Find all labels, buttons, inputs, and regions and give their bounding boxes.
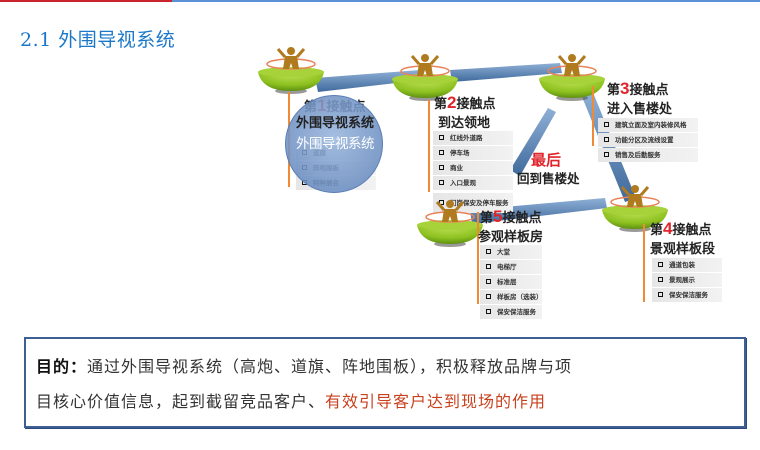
purpose-label: 目的： <box>36 357 88 376</box>
stop-subtitle: 外围导视系统 <box>296 116 375 131</box>
customer-journey-diagram: 第1接触点 道旗 阵地围板 特种展会 外围导视系统 外围导视系统 第2接触点 到… <box>258 47 722 320</box>
list-item: 停车场 <box>433 146 513 160</box>
list-item: 保安保洁服务 <box>652 288 722 302</box>
stop-2-items: 红线外道路 停车场 商业 入口景观 门岗保安及停车服务 <box>433 131 513 214</box>
list-item: 电梯厅 <box>480 260 542 274</box>
stop-title: 第3接触点 <box>607 79 669 98</box>
list-item: 通道包装 <box>652 258 722 272</box>
list-item: 建筑立面及室内装修风格 <box>598 118 698 132</box>
list-item: 功能分区及流线设置 <box>598 133 698 147</box>
stem-line <box>592 86 594 146</box>
page-title: 2.1 外围导视系统 <box>20 29 176 51</box>
list-item: 样板房（选装） <box>480 290 543 304</box>
top-accent-bar-red <box>0 0 172 2</box>
stop-title: 第2接触点 <box>434 93 496 112</box>
purpose-text-2: 目核心价值信息，起到截留竞品客户、 <box>36 392 326 411</box>
stop-4-items: 通道包装 景观展示 保安保洁服务 <box>652 258 722 303</box>
purpose-line-2: 目核心价值信息，起到截留竞品客户、有效引导客户达到现场的作用 <box>36 384 744 419</box>
bowl-figure-icon <box>417 200 483 247</box>
list-item: 保安保洁服务 <box>480 305 542 319</box>
stem-line <box>477 212 479 304</box>
final-label: 最后 <box>531 151 562 169</box>
stop-subtitle: 进入售楼处 <box>607 102 673 117</box>
stop-5-items: 大堂 电梯厅 标准层 样板房（选装） 保安保洁服务 <box>480 245 543 320</box>
purpose-line-1: 目的：通过外围导视系统（高炮、道旗、阵地围板），积极释放品牌与项 <box>36 349 744 384</box>
stem-line <box>643 224 645 302</box>
final-subtitle: 回到售楼处 <box>517 171 580 186</box>
list-item: 入口景观 <box>433 176 513 190</box>
purpose-text-1: 通过外围导视系统（高炮、道旗、阵地围板），积极释放品牌与项 <box>87 357 573 376</box>
beam-5-3 <box>510 108 556 176</box>
bowl-figure-icon <box>539 54 605 101</box>
bowl-figure-icon <box>258 47 324 94</box>
stop-title: 第5接触点 <box>480 207 542 226</box>
list-item: 大堂 <box>480 245 542 259</box>
list-item: 销售及后勤服务 <box>598 148 698 162</box>
stop-3-items: 建筑立面及室内装修风格 功能分区及流线设置 销售及后勤服务 <box>598 118 698 163</box>
bowl-figure-icon <box>392 54 458 101</box>
beam-1-2 <box>315 70 422 92</box>
beam-4-5 <box>470 198 607 224</box>
list-item: 标准层 <box>480 275 542 289</box>
beam-2-3 <box>450 63 562 82</box>
stem-line <box>428 100 430 192</box>
magnified-label: 外围导视系统 <box>296 136 375 152</box>
stop-subtitle: 景观样板段 <box>650 242 716 257</box>
list-item: 门岗保安及停车服务 <box>433 193 513 213</box>
top-accent-bar-blue <box>172 0 760 2</box>
stop-subtitle: 参观样板房 <box>478 230 544 245</box>
magnifier-lens: 外围导视系统 外围导视系统 <box>285 95 383 193</box>
connector-beams <box>315 63 636 224</box>
list-item: 红线外道路 <box>433 131 513 145</box>
list-item: 商业 <box>433 161 513 175</box>
purpose-highlight: 有效引导客户达到现场的作用 <box>325 392 547 411</box>
stop-subtitle: 到达领地 <box>438 116 491 131</box>
list-item: 景观展示 <box>652 273 722 287</box>
stop-title: 第4接触点 <box>650 219 712 238</box>
purpose-box: 目的：通过外围导视系统（高炮、道旗、阵地围板），积极释放品牌与项 目核心价值信息… <box>24 337 746 428</box>
